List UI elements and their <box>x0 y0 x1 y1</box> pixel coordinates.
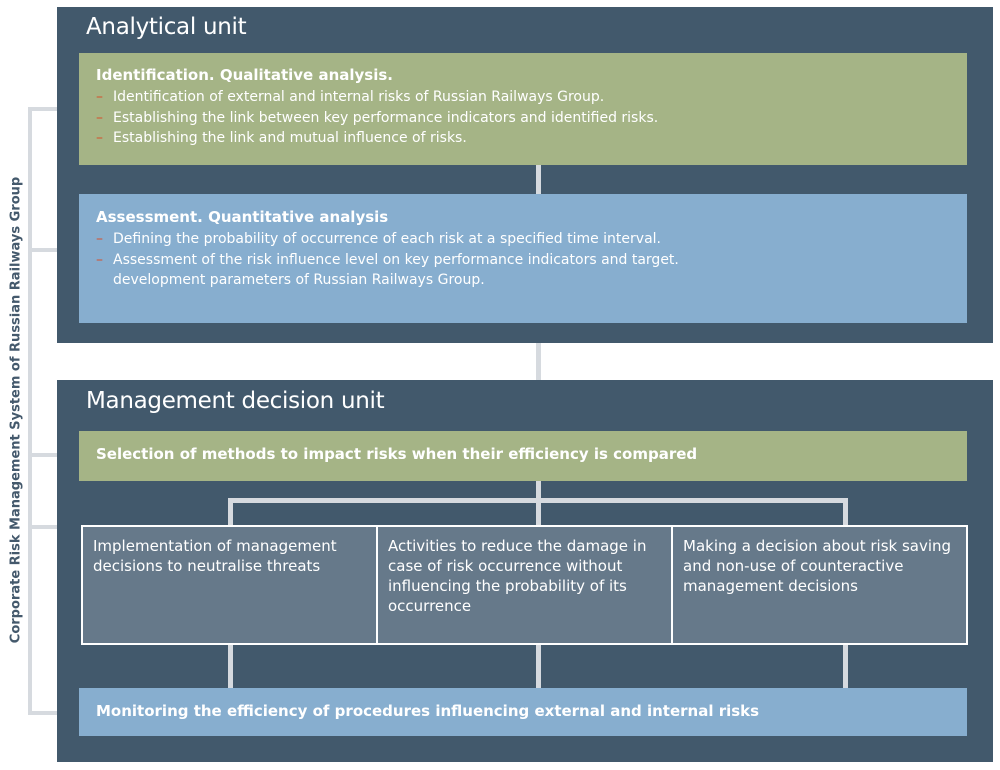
connector-left-down <box>228 643 233 688</box>
monitoring-box: Monitoring the efficiency of procedures … <box>79 688 967 736</box>
option-box-neutralise-threats: Implementation of management decisions t… <box>81 525 378 645</box>
management-unit-title: Management decision unit <box>86 388 385 414</box>
option-text: Making a decision about risk saving and … <box>683 537 952 595</box>
assessment-title: Assessment. Quantitative analysis <box>96 208 389 226</box>
bracket-tick-monitoring <box>28 711 80 715</box>
list-item: Establishing the link and mutual influen… <box>96 128 967 149</box>
side-label: Corporate Risk Management System of Russ… <box>8 176 24 644</box>
connector-horizontal-bar <box>228 498 848 503</box>
option-text: Activities to reduce the damage in case … <box>388 537 647 615</box>
connector-right-down <box>843 643 848 688</box>
connector-left-drop <box>228 498 233 527</box>
bracket-tick-selection <box>28 453 80 457</box>
selection-label: Selection of methods to impact risks whe… <box>96 445 698 463</box>
list-item: Assessment of the risk influence level o… <box>96 250 967 271</box>
option-box-risk-saving: Making a decision about risk saving and … <box>671 525 968 645</box>
assessment-box: Assessment. Quantitative analysis Defini… <box>79 194 967 323</box>
connector-selection-down <box>536 481 541 527</box>
option-box-reduce-damage: Activities to reduce the damage in case … <box>376 525 673 645</box>
connector-right-drop <box>843 498 848 527</box>
bracket-tick-options <box>28 525 84 529</box>
connector-between-units <box>536 343 541 380</box>
option-text: Implementation of management decisions t… <box>93 537 337 575</box>
connector-identification-assessment <box>536 165 541 194</box>
monitoring-label: Monitoring the efficiency of procedures … <box>96 702 760 720</box>
side-bracket-line <box>28 107 32 715</box>
assessment-list: Defining the probability of occurrence o… <box>96 229 967 291</box>
selection-box: Selection of methods to impact risks whe… <box>79 431 967 481</box>
bracket-tick-assessment <box>28 248 80 252</box>
identification-title: Identification. Qualitative analysis. <box>96 66 393 84</box>
identification-list: Identification of external and internal … <box>96 87 967 149</box>
identification-box: Identification. Qualitative analysis. Id… <box>79 53 967 165</box>
analytical-unit-title: Analytical unit <box>86 14 247 40</box>
list-item: Defining the probability of occurrence o… <box>96 229 967 250</box>
connector-middle-down <box>536 643 541 688</box>
list-item: Establishing the link between key perfor… <box>96 108 967 129</box>
bracket-tick-identification <box>28 107 80 111</box>
list-item: Identification of external and internal … <box>96 87 967 108</box>
list-item-continuation: development parameters of Russian Railwa… <box>113 272 485 288</box>
